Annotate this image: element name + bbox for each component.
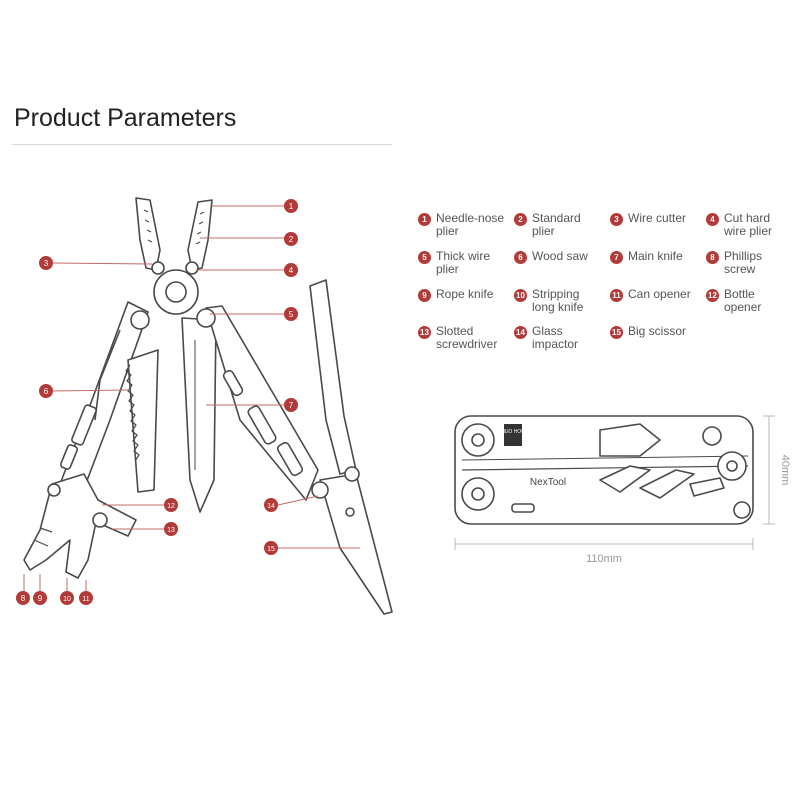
callout-9: 9 <box>33 591 47 605</box>
callout-7: 7 <box>284 398 298 412</box>
svg-text:9: 9 <box>38 594 43 603</box>
bottom-tools <box>23 473 137 579</box>
title-divider <box>12 144 392 145</box>
callout-2: 2 <box>284 232 298 246</box>
closed-tool-badge: HUO HOU <box>501 424 525 446</box>
width-dimension-label: 110mm <box>586 553 622 565</box>
dimension-lines <box>454 415 775 550</box>
callout-15: 15 <box>264 541 278 555</box>
svg-text:4: 4 <box>289 266 294 275</box>
svg-text:HUO HOU: HUO HOU <box>501 429 525 435</box>
callout-14: 14 <box>264 498 278 512</box>
callout-4: 4 <box>284 263 298 277</box>
svg-text:12: 12 <box>167 503 175 510</box>
svg-text:13: 13 <box>167 527 175 534</box>
big-scissor <box>309 279 357 475</box>
height-dimension-label: 40mm <box>779 455 791 486</box>
svg-text:2: 2 <box>289 235 294 244</box>
svg-text:1: 1 <box>289 202 294 211</box>
closed-tool-brand: NexTool <box>530 477 566 488</box>
callout-lines <box>23 205 360 592</box>
callout-1: 1 <box>284 199 298 213</box>
svg-text:15: 15 <box>267 546 275 553</box>
callout-6: 6 <box>39 384 53 398</box>
scissor-blade <box>319 473 393 615</box>
closed-tool-body <box>454 415 754 525</box>
callout-13: 13 <box>164 522 178 536</box>
svg-text:6: 6 <box>44 387 49 396</box>
open-tool-drawing <box>23 197 393 615</box>
svg-text:7: 7 <box>289 401 294 410</box>
callout-badges: 1 2 3 4 5 6 7 8 9 10 11 12 13 14 15 <box>16 199 298 605</box>
page-title: Product Parameters <box>14 104 237 132</box>
svg-text:8: 8 <box>21 594 26 603</box>
callout-11: 11 <box>79 591 93 605</box>
callout-10: 10 <box>60 591 74 605</box>
callout-5: 5 <box>284 307 298 321</box>
saw-blade <box>127 349 159 493</box>
svg-text:14: 14 <box>267 503 275 510</box>
svg-text:3: 3 <box>44 259 49 268</box>
svg-text:11: 11 <box>82 596 89 603</box>
svg-text:5: 5 <box>289 310 294 319</box>
svg-text:10: 10 <box>63 596 71 603</box>
callout-3: 3 <box>39 256 53 270</box>
main-knife <box>181 317 217 513</box>
closed-tool-drawing <box>454 415 754 525</box>
callout-8: 8 <box>16 591 30 605</box>
plier-jaws <box>135 197 161 271</box>
callout-12: 12 <box>164 498 178 512</box>
